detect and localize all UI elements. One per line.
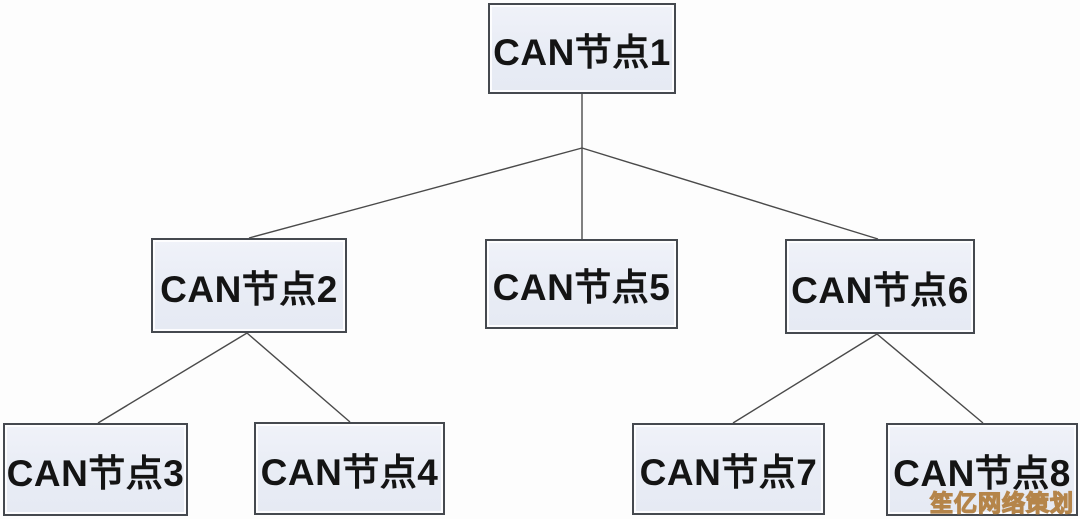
edge-1-2	[248, 147, 583, 239]
node-label: CAN节点5	[492, 267, 671, 308]
tree-node-can-2: CAN节点2	[151, 238, 347, 333]
edge-2-4	[246, 332, 351, 423]
edge-6-8	[876, 333, 984, 424]
node-label: CAN节点7	[639, 452, 818, 493]
tree-node-can-1: CAN节点1	[488, 3, 676, 94]
edge-1-6	[581, 147, 879, 240]
node-label: CAN节点4	[260, 451, 439, 493]
tree-node-can-6: CAN节点6	[785, 239, 975, 334]
tree-node-can-4: CAN节点4	[254, 422, 445, 515]
node-label: CAN节点8	[893, 452, 1071, 494]
watermark-text: 笙亿网络策划	[929, 489, 1074, 516]
tree-node-can-5: CAN节点5	[485, 239, 678, 329]
node-label: CAN节点1	[493, 31, 671, 73]
edge-2-3	[97, 332, 248, 424]
node-label: CAN节点3	[6, 452, 185, 494]
node-label: CAN节点6	[791, 269, 969, 311]
tree-node-can-8: CAN节点8	[886, 423, 1078, 516]
tree-node-can-7: CAN节点7	[632, 423, 825, 515]
edge-6-7	[732, 333, 878, 424]
tree-node-can-3: CAN节点3	[3, 423, 188, 516]
node-label: CAN节点2	[160, 268, 338, 310]
